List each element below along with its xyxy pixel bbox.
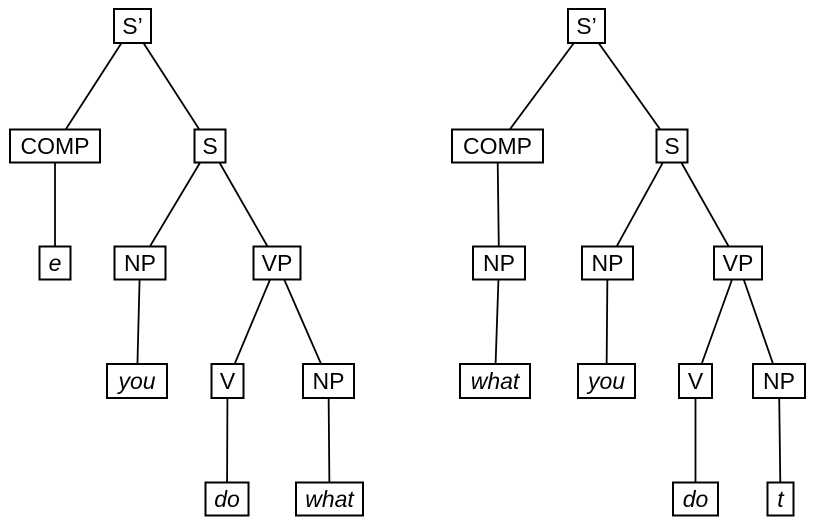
node-box-right-np0 <box>472 245 526 281</box>
node-label-left-vp: VP <box>262 250 293 276</box>
edge-left-vp-v <box>226 262 278 382</box>
node-label-right-v: V <box>688 368 704 394</box>
node-box-left-np2 <box>302 363 355 399</box>
edge-left-vp-np2 <box>276 262 330 382</box>
node-label-right-what: what <box>471 368 521 394</box>
edge-left-sbar-s <box>131 25 211 147</box>
node-box-right-what <box>459 363 531 399</box>
node-box-right-sbar <box>567 8 606 44</box>
node-box-left-np1 <box>113 245 167 281</box>
node-box-right-v <box>678 363 713 399</box>
node-box-left-comp <box>9 128 101 164</box>
node-box-left-what <box>295 481 364 517</box>
node-box-right-you <box>577 363 636 399</box>
node-label-right-you: you <box>586 368 625 394</box>
node-box-right-s <box>655 128 689 164</box>
edge-left-s-vp <box>209 145 278 264</box>
node-label-left-e: e <box>49 250 62 276</box>
node-label-left-sbar: S’ <box>122 13 142 39</box>
node-label-left-what: what <box>305 486 355 512</box>
node-box-right-t <box>766 481 795 517</box>
edge-right-sbar-comp <box>496 25 588 147</box>
node-box-left-you <box>106 363 168 399</box>
node-box-left-do <box>204 481 250 517</box>
node-label-right-comp: COMP <box>463 133 532 159</box>
node-label-right-vp: VP <box>723 250 754 276</box>
edge-right-comp-np0 <box>496 145 500 264</box>
edge-right-np0-what <box>494 262 500 382</box>
edge-left-sbar-comp <box>54 25 134 147</box>
node-label-right-sbar: S’ <box>576 13 596 39</box>
node-label-left-v: V <box>220 368 236 394</box>
node-box-right-vp <box>713 245 763 281</box>
edge-right-sbar-s <box>585 25 673 147</box>
node-label-left-np1: NP <box>124 250 156 276</box>
edge-right-s-np1 <box>606 145 673 264</box>
node-box-right-comp <box>451 128 544 164</box>
edge-left-np2-what <box>327 380 331 500</box>
edge-right-np2-t <box>778 380 782 500</box>
node-box-right-do <box>672 481 719 517</box>
node-label-left-comp: COMP <box>21 133 90 159</box>
node-label-left-np2: NP <box>313 368 345 394</box>
node-label-right-do: do <box>683 486 709 512</box>
edge-right-s-vp <box>671 145 739 264</box>
node-box-right-np1 <box>581 245 634 281</box>
edge-left-np1-you <box>136 262 141 382</box>
node-box-left-s <box>193 128 227 164</box>
node-label-left-you: you <box>116 368 155 394</box>
node-box-left-v <box>210 363 245 399</box>
edge-left-s-np1 <box>139 145 211 264</box>
edge-left-v-do <box>226 380 229 500</box>
node-label-left-do: do <box>214 486 240 512</box>
node-box-left-sbar <box>113 8 152 44</box>
tree-right: S’ COMP S NP NP VP what you V NP do t <box>451 8 806 517</box>
node-box-right-np2 <box>752 363 806 399</box>
node-label-left-s: S <box>202 133 217 159</box>
node-label-right-t: t <box>777 486 785 512</box>
node-label-right-s: S <box>664 133 679 159</box>
edge-right-vp-np2 <box>737 262 780 382</box>
edge-right-np1-you <box>605 262 609 382</box>
node-label-right-np2: NP <box>763 368 795 394</box>
node-box-left-e <box>38 245 72 281</box>
node-label-right-np1: NP <box>592 250 624 276</box>
edge-right-vp-v <box>694 262 739 382</box>
node-box-left-vp <box>252 245 302 281</box>
node-label-right-np0: NP <box>483 250 515 276</box>
